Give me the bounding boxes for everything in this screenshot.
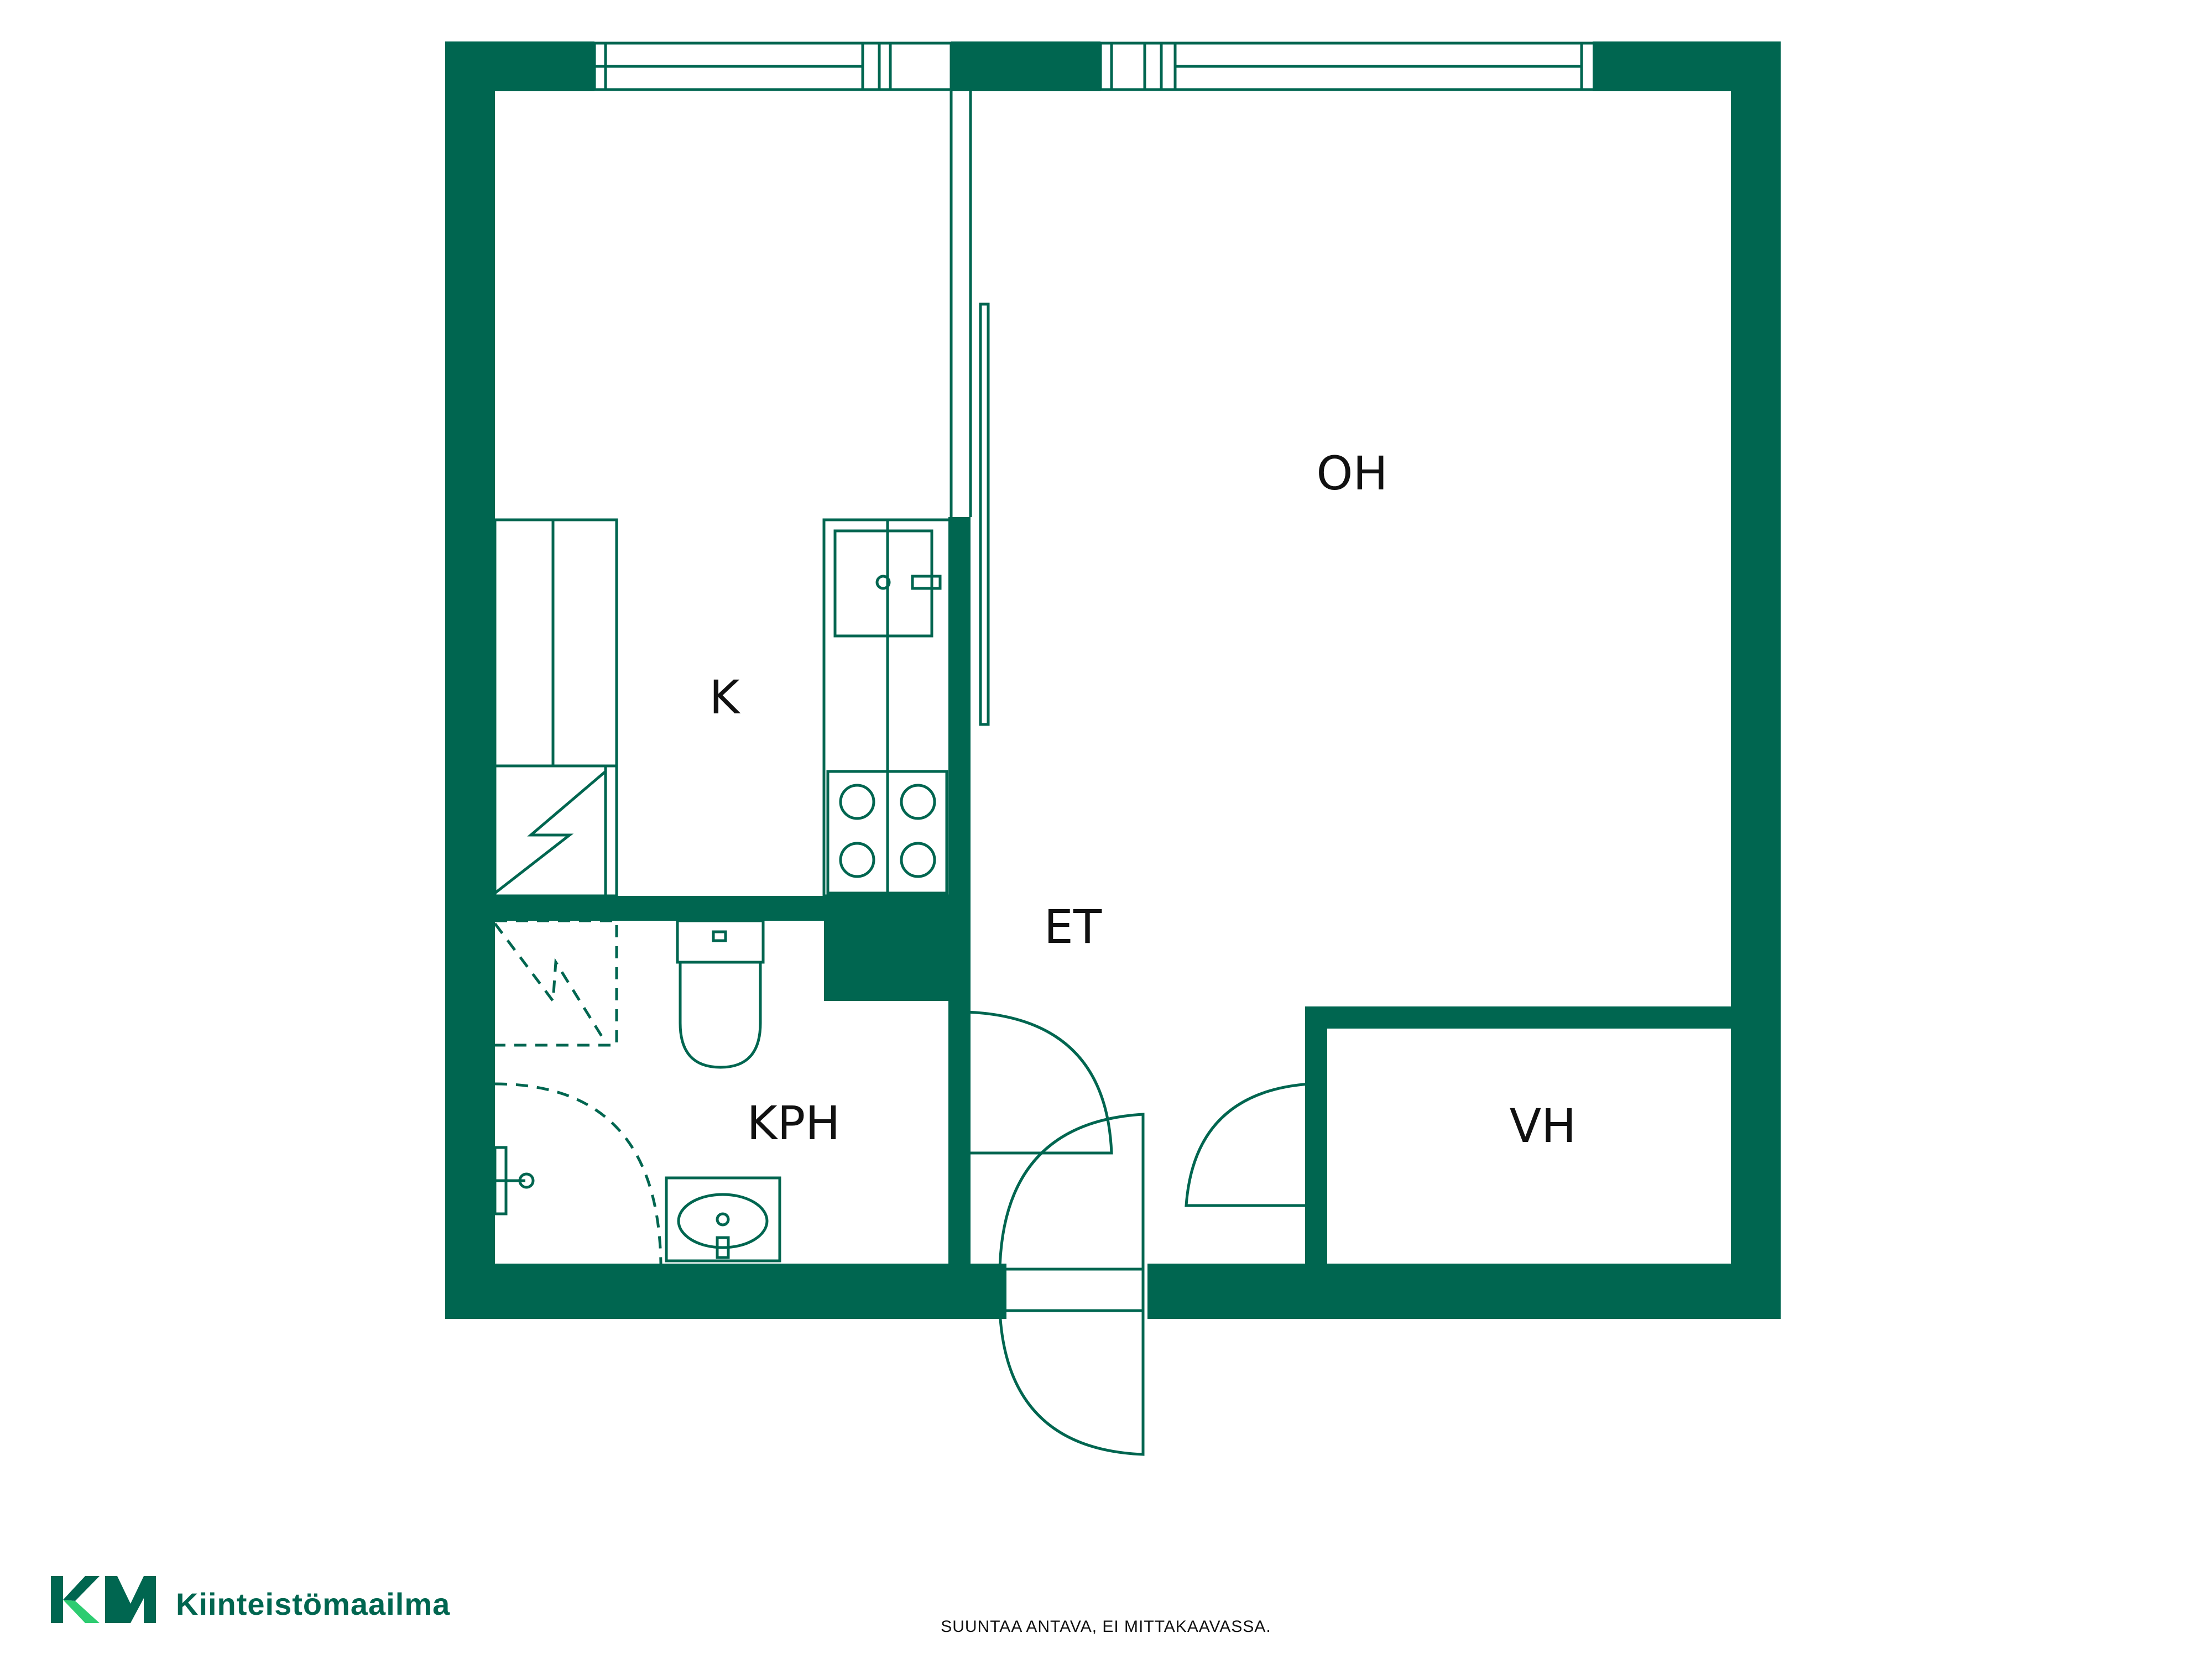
- washbasin-icon: [665, 1176, 781, 1262]
- sliding-door: [979, 302, 990, 726]
- kitchen-cabinets: [493, 518, 618, 898]
- kitchen-counter: [822, 518, 953, 898]
- stove-icon: [826, 770, 948, 895]
- outer-walls: [445, 41, 1781, 1319]
- km-logo-icon: [51, 1576, 156, 1623]
- brand-name: Kiinteistömaailma: [176, 1587, 451, 1621]
- shower-faucet-icon: [493, 1146, 535, 1215]
- doors: [950, 1010, 1327, 1456]
- windows: [593, 41, 1593, 91]
- room-label-kitchen: K: [709, 670, 740, 724]
- disclaimer-note: SUUNTAA ANTAVA, EI MITTAKAAVASSA.: [941, 1618, 1271, 1636]
- bathroom-fixtures: [493, 919, 781, 1264]
- room-label-bathroom: KPH: [747, 1096, 841, 1150]
- sink-icon: [833, 529, 942, 638]
- room-label-entry: ET: [1044, 900, 1102, 954]
- interior-walls: [445, 91, 1781, 1311]
- room-labels: K OH ET KPH VH: [709, 446, 1576, 1153]
- toilet-icon: [676, 919, 765, 1069]
- room-label-closet: VH: [1510, 1099, 1577, 1153]
- room-label-living: OH: [1316, 446, 1387, 500]
